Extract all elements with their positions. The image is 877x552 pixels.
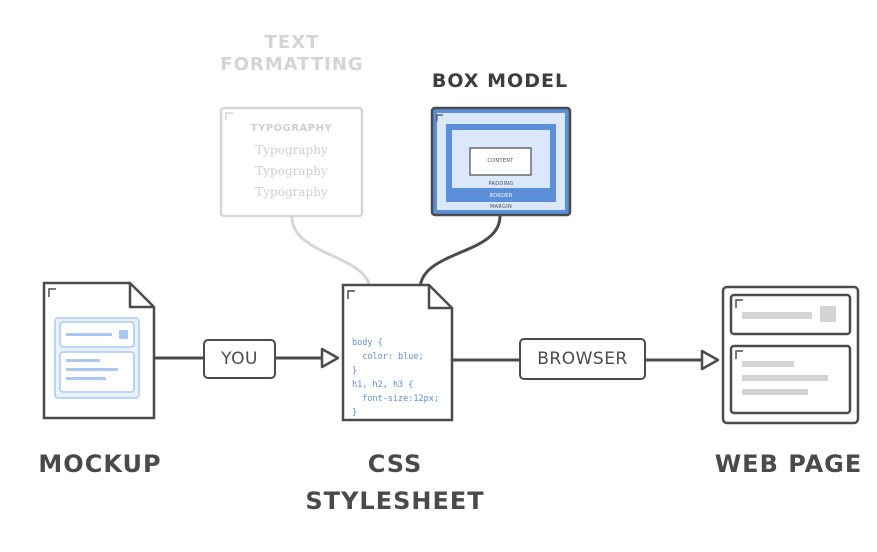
css-code-line: } (352, 366, 358, 376)
connector-box-model (418, 215, 502, 289)
mockup-document (42, 281, 156, 420)
edge-label-you: YOU (203, 339, 276, 379)
label-mockup: MOCKUP (38, 450, 162, 478)
box-model-card (430, 106, 572, 217)
web-page-window (721, 285, 860, 425)
label-css-line1: CSS (367, 450, 423, 478)
label-web-page: WEB PAGE (714, 450, 863, 478)
box-model-border-label: BORDER (489, 193, 513, 199)
css-code-line: } (352, 408, 358, 418)
typography-line: Typography (255, 185, 328, 199)
box-model-padding-label: PADDING (488, 181, 514, 187)
css-code-line: font-size:12px; (352, 394, 439, 404)
label-css-line2: STYLESHEET (305, 486, 485, 515)
typography-card (219, 106, 364, 218)
css-code-line: h1, h2, h3 { (352, 380, 414, 390)
edge-label-browser: BROWSER (519, 338, 646, 380)
css-code-line: body { (352, 338, 383, 348)
css-code-block: body { color: blue;} h1, h2, h3 { font-si… (352, 322, 439, 434)
css-document (341, 283, 454, 422)
typography-line: Typography (255, 164, 328, 178)
label-css-stylesheet: CSS STYLESHEET (290, 450, 500, 516)
typography-heading: TYPOGRAPHY (250, 123, 333, 134)
box-model-margin-label: MARGIN (489, 204, 513, 210)
box-model-content-label: CONTENT (487, 158, 514, 164)
css-code-line: color: blue; (352, 352, 424, 362)
typography-line: Typography (255, 143, 328, 157)
label-box-model: BOX MODEL (431, 70, 569, 92)
label-text-formatting: TEXT FORMATTING (212, 32, 372, 75)
label-text-formatting-line2: FORMATTING (220, 53, 364, 75)
label-text-formatting-line1: TEXT (264, 32, 320, 53)
connector-text-formatting (290, 216, 372, 289)
